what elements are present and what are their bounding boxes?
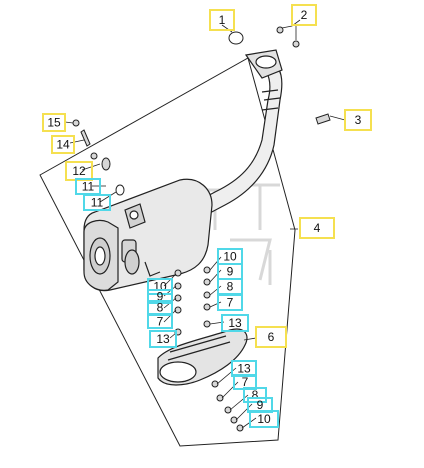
callout-box bbox=[344, 109, 372, 131]
callout-box bbox=[217, 294, 243, 311]
callout-cB7: 7 bbox=[233, 374, 257, 390]
callout-box bbox=[291, 4, 317, 26]
callout-number: 7 bbox=[227, 296, 234, 310]
callout-number: 13 bbox=[237, 362, 251, 376]
callout-cL7: 7 bbox=[147, 314, 173, 329]
callout-cR7: 7 bbox=[217, 294, 243, 311]
callout-number: 10 bbox=[223, 250, 237, 264]
callout-box bbox=[209, 9, 235, 31]
callout-number: 9 bbox=[227, 265, 234, 279]
callout-cL9: 9 bbox=[147, 289, 173, 304]
callout-c12: 12 bbox=[65, 161, 93, 181]
callout-number: 2 bbox=[301, 8, 308, 22]
callout-number: 12 bbox=[72, 164, 86, 178]
callout-number: 11 bbox=[82, 180, 95, 194]
callout-cB10: 10 bbox=[249, 410, 279, 428]
heat-shield bbox=[157, 328, 248, 386]
callout-box bbox=[221, 314, 249, 332]
callout-box bbox=[299, 217, 335, 239]
callout-number: 13 bbox=[228, 316, 242, 330]
callout-number: 7 bbox=[242, 375, 249, 389]
callout-c1: 1 bbox=[209, 9, 235, 31]
callout-number: 9 bbox=[157, 290, 164, 304]
callout-c3: 3 bbox=[344, 109, 372, 131]
callout-number: 6 bbox=[268, 330, 275, 344]
callout-box bbox=[147, 314, 173, 329]
callout-number: 3 bbox=[355, 113, 362, 127]
callout-number: 7 bbox=[157, 315, 164, 329]
callout-cR9: 9 bbox=[217, 263, 243, 280]
callout-cR8: 8 bbox=[217, 278, 243, 295]
callout-box bbox=[255, 326, 287, 348]
callout-box bbox=[83, 194, 111, 211]
callout-c11b: 11 bbox=[83, 194, 111, 211]
callout-number: 10 bbox=[257, 412, 271, 426]
callout-box bbox=[147, 278, 173, 295]
callout-box bbox=[147, 289, 173, 304]
callout-cR10: 10 bbox=[217, 248, 243, 265]
callout-number: 11 bbox=[91, 196, 104, 210]
callout-number: 13 bbox=[156, 332, 170, 346]
callout-cR13: 13 bbox=[221, 314, 249, 332]
callout-number: 8 bbox=[227, 280, 234, 294]
callout-number: 8 bbox=[157, 301, 164, 315]
callout-number: 15 bbox=[47, 116, 61, 130]
callout-c4: 4 bbox=[299, 217, 335, 239]
callout-box bbox=[42, 113, 66, 132]
callout-box bbox=[51, 135, 75, 154]
muffler bbox=[83, 178, 213, 292]
callout-box bbox=[149, 330, 177, 348]
callout-c2: 2 bbox=[291, 4, 317, 26]
callout-number: 14 bbox=[56, 138, 70, 152]
callout-c11a: 11 bbox=[75, 178, 101, 195]
callout-cB8: 8 bbox=[243, 387, 267, 403]
callout-cL13: 13 bbox=[149, 330, 177, 348]
callout-number: 8 bbox=[252, 388, 259, 402]
callout-c15: 15 bbox=[42, 113, 66, 132]
callout-number: 9 bbox=[257, 398, 264, 412]
callout-box bbox=[243, 387, 267, 403]
callout-number: 1 bbox=[219, 13, 226, 27]
callout-c14: 14 bbox=[51, 135, 75, 154]
callout-c6: 6 bbox=[255, 326, 287, 348]
callout-number: 4 bbox=[314, 221, 321, 235]
callout-box bbox=[249, 410, 279, 428]
